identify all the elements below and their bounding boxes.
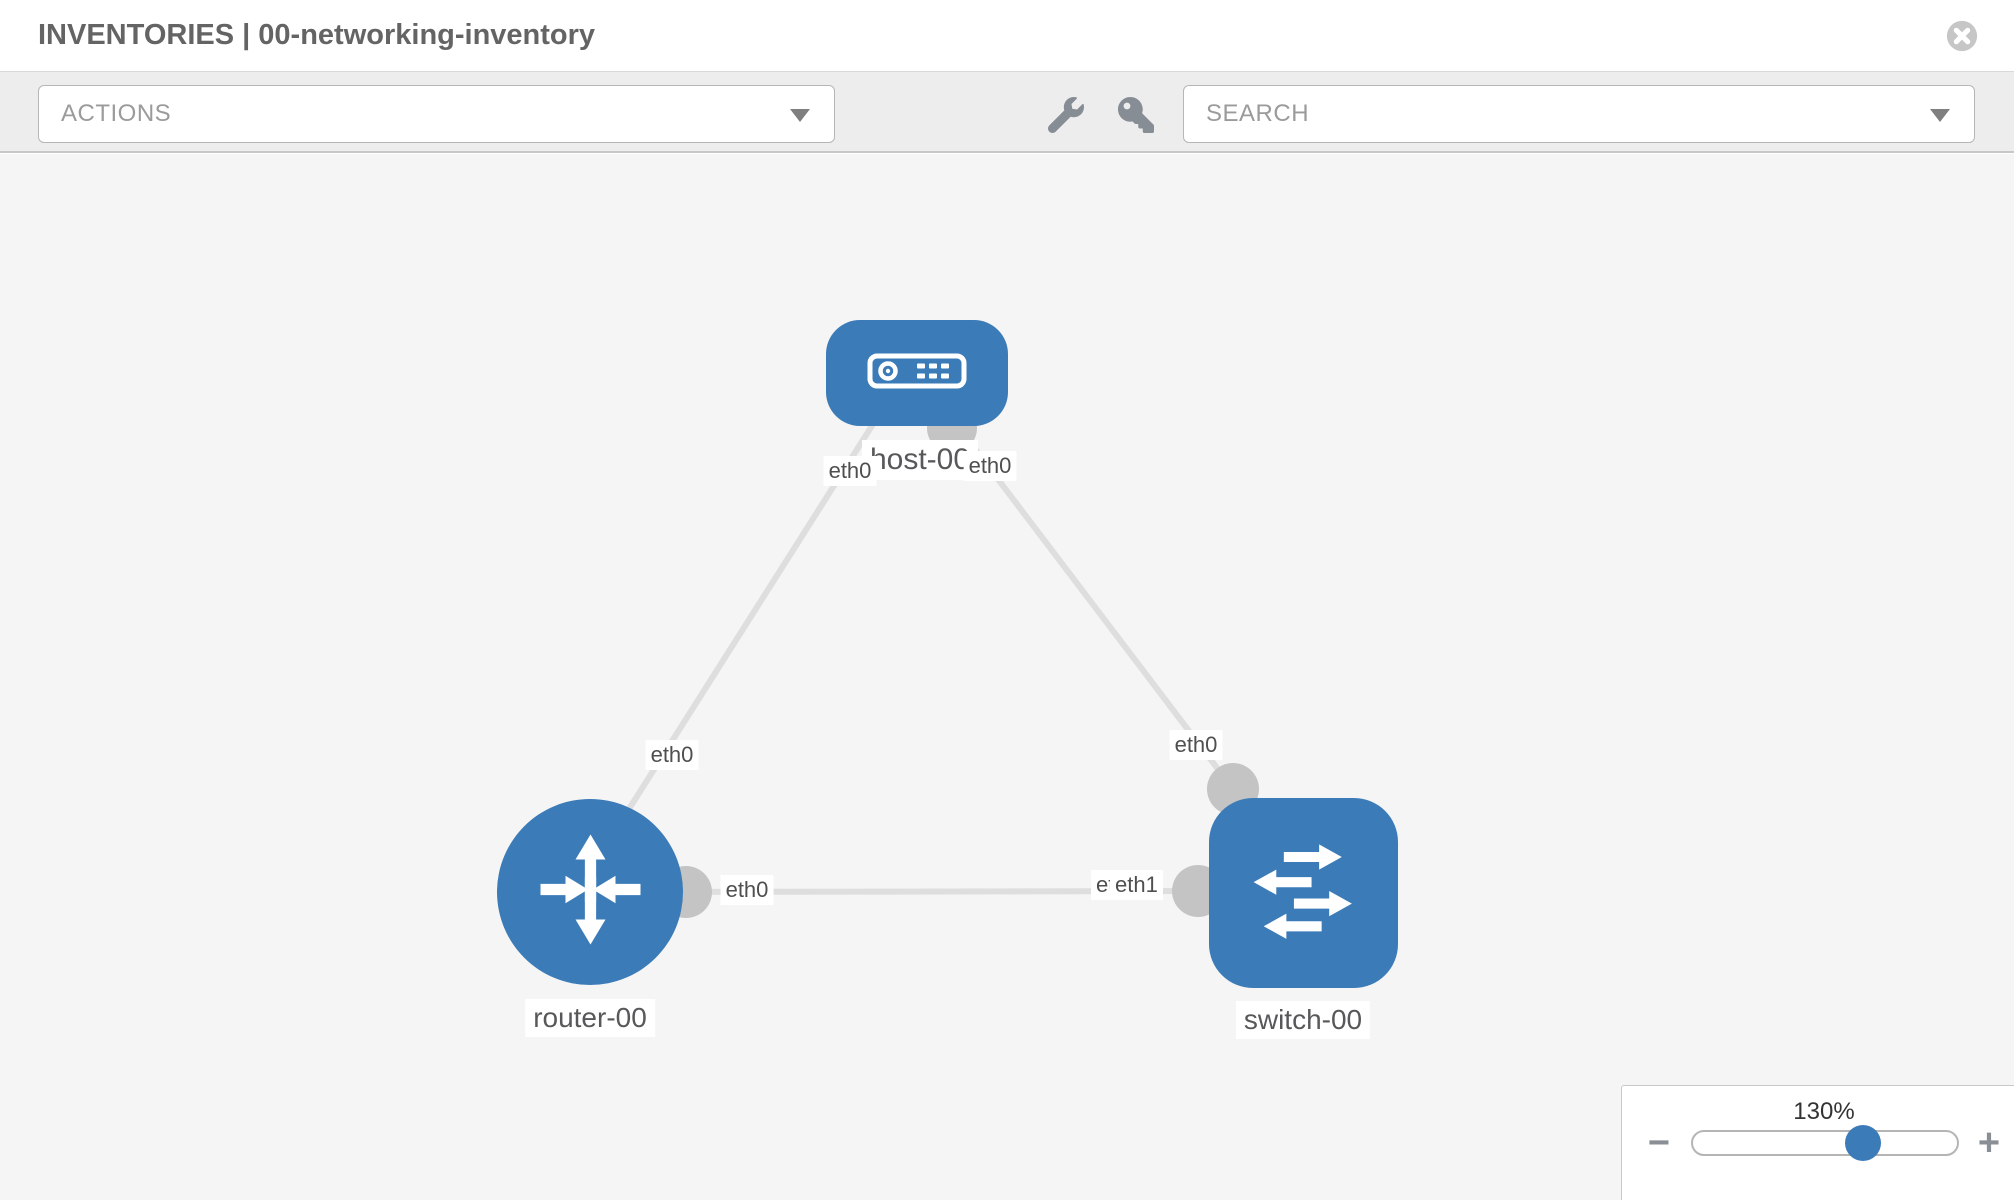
port-label-eth0: eth0	[1169, 730, 1223, 760]
topology-edges	[612, 403, 1259, 918]
search-dropdown[interactable]: SEARCH	[1183, 85, 1975, 143]
actions-dropdown[interactable]: ACTIONS	[38, 85, 835, 143]
zoom-slider-track[interactable]	[1691, 1130, 1959, 1156]
zoom-level-value: 130%	[1793, 1098, 1855, 1125]
router-icon	[528, 827, 653, 957]
switch-icon	[1241, 828, 1367, 959]
close-button[interactable]	[1945, 19, 1979, 53]
node-label-switch-00: switch-00	[1235, 1001, 1371, 1039]
port-label-eth0: eth0	[720, 875, 774, 905]
chevron-down-icon	[1930, 109, 1950, 122]
actions-dropdown-label: ACTIONS	[61, 100, 172, 127]
key-icon	[1118, 96, 1154, 136]
node-label-router-00: router-00	[525, 999, 655, 1037]
port-label-eth0: eth0	[645, 740, 699, 770]
topology-canvas[interactable]: host-00 router-00 switch-00 eth0 eth0 et…	[0, 154, 2014, 1200]
host-icon	[867, 353, 967, 394]
zoom-in-button[interactable]: +	[1969, 1123, 2009, 1163]
toolbar: ACTIONS SEARCH	[0, 72, 2014, 153]
zoom-slider-thumb[interactable]	[1845, 1125, 1881, 1161]
page-title: INVENTORIES | 00-networking-inventory	[38, 19, 596, 51]
port-label-eth0: eth0	[963, 451, 1017, 481]
credentials-button[interactable]	[1116, 96, 1156, 136]
port-label-eth1: eth1	[1110, 870, 1163, 900]
search-dropdown-label: SEARCH	[1206, 100, 1310, 127]
node-label-host-00: host-00	[861, 440, 979, 480]
configure-button[interactable]	[1046, 96, 1086, 136]
node-switch-00[interactable]	[1209, 798, 1398, 988]
zoom-control-panel: 130% − +	[1621, 1085, 2014, 1200]
page-header: INVENTORIES | 00-networking-inventory	[0, 0, 2014, 72]
zoom-out-button[interactable]: −	[1639, 1123, 1679, 1163]
close-icon	[1945, 20, 1979, 56]
port-label-eth0: eth0	[823, 456, 877, 486]
wrench-icon	[1047, 96, 1084, 136]
node-host-00[interactable]	[826, 320, 1008, 426]
chevron-down-icon	[790, 109, 810, 122]
node-router-00[interactable]	[497, 799, 683, 985]
